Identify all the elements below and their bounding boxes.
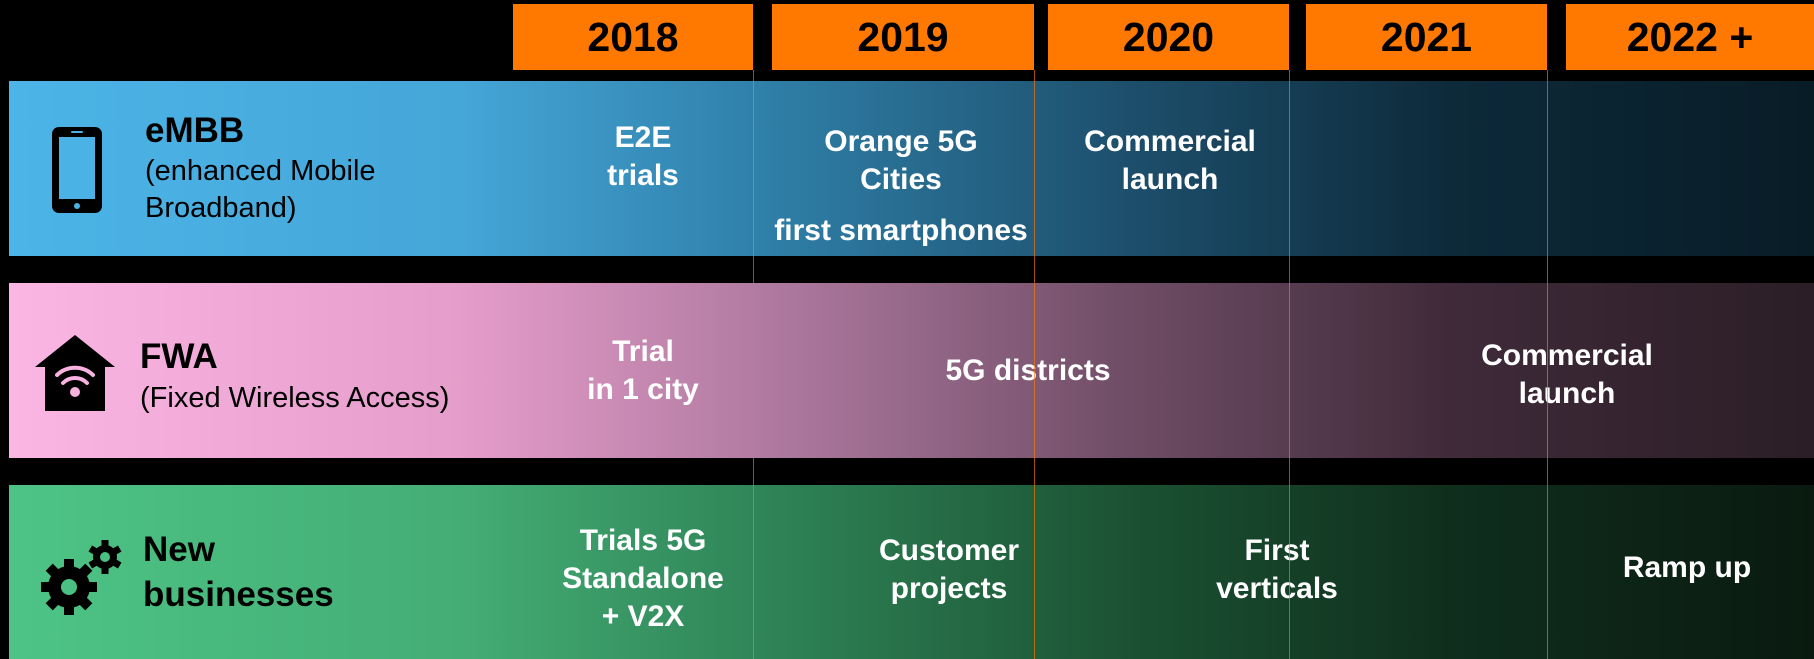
- year-header-2021: 2021: [1306, 4, 1547, 70]
- year-header-2022: 2022 +: [1566, 4, 1814, 70]
- embb-2019-line-2: Cities: [860, 163, 942, 196]
- fwa-row: FWA (Fixed Wireless Access) Trial in 1 c…: [9, 283, 1814, 458]
- embb-2019-cell: Orange 5G Cities: [751, 123, 1051, 199]
- year-header-2020: 2020: [1048, 4, 1289, 70]
- embb-2019-smartphones: first smartphones: [774, 214, 1028, 247]
- new-2020-line-2: verticals: [1216, 572, 1338, 605]
- new-2022-cell: Ramp up: [1622, 551, 1752, 584]
- fwa-2021-line-2: launch: [1518, 377, 1616, 410]
- new-2019-line-1: Customer: [878, 534, 1020, 567]
- fwa-2018-cell: Trial in 1 city: [523, 333, 763, 409]
- embb-title: eMBB: [145, 111, 245, 150]
- fwa-5g-districts: 5G districts: [945, 354, 1111, 387]
- new-businesses-row: New businesses Trials 5G Standalone + V2…: [9, 485, 1814, 659]
- fwa-2021-line-1: Commercial: [1481, 339, 1653, 372]
- home-wifi-icon: [35, 335, 115, 411]
- embb-subtitle-line-1: (enhanced Mobile: [145, 155, 376, 187]
- fwa-title: FWA: [140, 337, 218, 376]
- new-2019-line-2: projects: [890, 572, 1008, 605]
- new-2018-line-2: Standalone: [562, 562, 724, 595]
- embb-subtitle-line-2: Broadband): [145, 192, 297, 224]
- new-businesses-title-line-2: businesses: [143, 575, 334, 614]
- fwa-2021-cell: Commercial launch: [1427, 337, 1707, 413]
- new-2020-cell: First verticals: [1157, 532, 1397, 608]
- embb-2018-line-2: trials: [607, 159, 679, 192]
- embb-2020-line-1: Commercial: [1084, 125, 1256, 158]
- embb-2019-line-1: Orange 5G: [824, 125, 978, 158]
- embb-2018-cell: E2E trials: [533, 119, 753, 195]
- embb-2020-line-2: launch: [1121, 163, 1219, 196]
- gears-icon: [41, 540, 122, 615]
- fwa-2018-line-1: Trial: [612, 335, 674, 368]
- year-divider: [753, 70, 754, 659]
- new-2018-cell: Trials 5G Standalone + V2X: [523, 522, 763, 636]
- year-divider: [1034, 70, 1035, 659]
- year-divider: [1547, 70, 1548, 659]
- embb-2020-cell: Commercial launch: [1050, 123, 1290, 199]
- new-2018-line-1: Trials 5G: [579, 524, 707, 557]
- year-divider: [1289, 70, 1290, 659]
- embb-row: eMBB (enhanced Mobile Broadband) E2E tri…: [9, 81, 1814, 256]
- smartphone-icon: [52, 127, 102, 213]
- new-2020-line-1: First: [1244, 534, 1310, 567]
- fwa-2018-line-2: in 1 city: [587, 373, 699, 406]
- new-2018-line-3: + V2X: [601, 600, 685, 633]
- embb-2018-line-1: E2E: [614, 121, 672, 154]
- fwa-subtitle: (Fixed Wireless Access): [140, 382, 450, 414]
- new-businesses-title-line-1: New: [143, 530, 215, 569]
- new-2019-cell: Customer projects: [829, 532, 1069, 608]
- year-header-2018: 2018: [513, 4, 753, 70]
- year-header-2019: 2019: [772, 4, 1034, 70]
